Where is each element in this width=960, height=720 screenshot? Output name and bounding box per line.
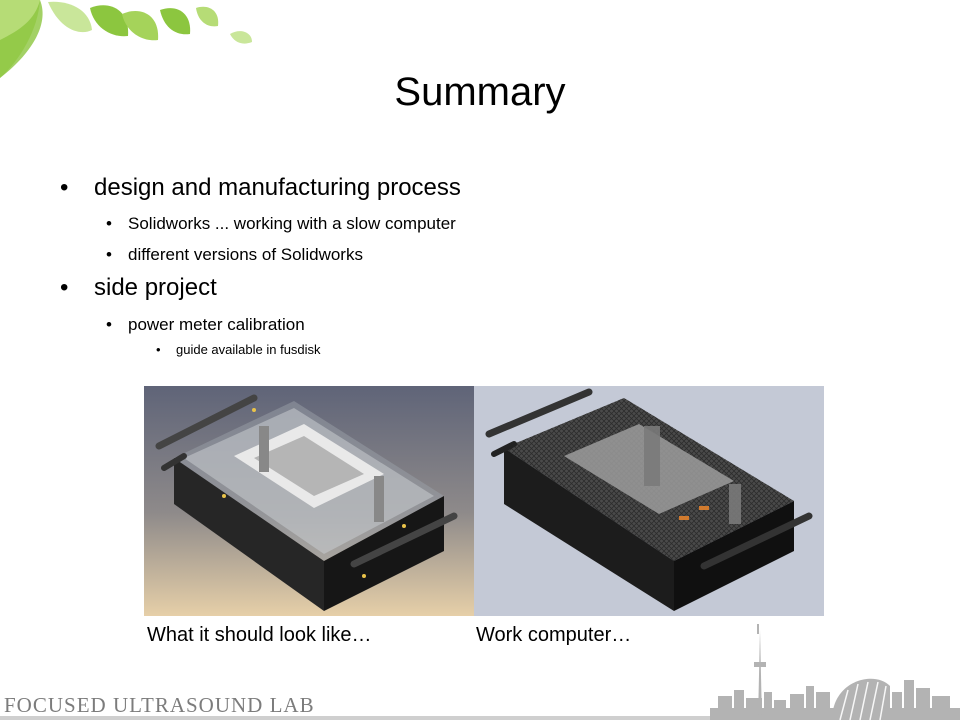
sub-bullet-item: •Solidworks ... working with a slow comp… (106, 214, 456, 233)
sub-sub-bullet-item: •guide available in fusdisk (156, 342, 321, 357)
cad-render-good (144, 386, 474, 616)
skyline-icon (710, 624, 960, 720)
bullet-item: •design and manufacturing process (60, 174, 461, 201)
cad-render-work-computer (474, 386, 824, 616)
leaf-decoration-icon (0, 0, 252, 78)
sub-bullet-item: •power meter calibration (106, 315, 305, 334)
slide-title: Summary (394, 70, 566, 114)
image-caption-good: What it should look like… (147, 624, 372, 646)
cad-render-images (144, 386, 824, 616)
bullet-item: •side project (60, 274, 217, 301)
image-caption-work-computer: Work computer… (476, 624, 632, 646)
lab-name: FOCUSED ULTRASOUND LAB (4, 693, 315, 717)
sub-bullet-item: •different versions of Solidworks (106, 245, 363, 264)
